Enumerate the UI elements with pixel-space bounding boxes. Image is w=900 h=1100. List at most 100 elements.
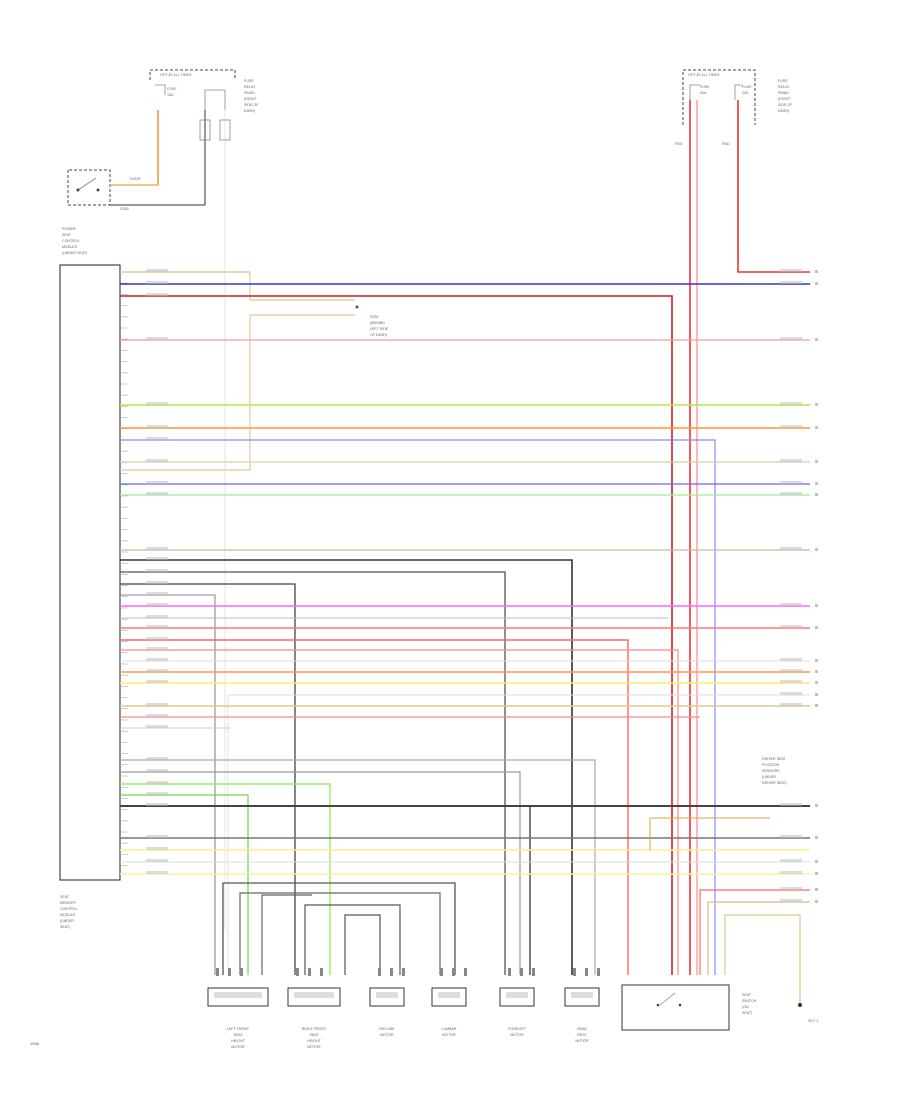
connector-pin [815, 900, 818, 903]
right-block-label-1: DRIVER SEAT [762, 757, 787, 761]
module-bottom-label-6: SEAT) [60, 925, 70, 929]
connector-pin [815, 888, 818, 891]
fuse-box-left: HOT AT ALL TIMES FUSE 15A FUSE RELAY PAN… [149, 69, 259, 930]
wire-tag [146, 757, 168, 760]
fuse-left-note-2: RELAY [244, 85, 256, 89]
connector-pin [815, 270, 818, 273]
wire-tag [146, 714, 168, 717]
wire-tag-right [780, 835, 802, 838]
wire-tag [146, 547, 168, 550]
wire-tag [146, 647, 168, 650]
right-block-label-4: (UNDER [762, 775, 776, 779]
wire-tag-right [780, 603, 802, 606]
wire-tag-right [780, 669, 802, 672]
connector-pin [815, 804, 818, 807]
fuse-left-note-5: SIDE OF [244, 103, 259, 107]
wire-tag-right [780, 625, 802, 628]
splice-label-4: OF DASH) [370, 333, 387, 337]
wire-tag [146, 835, 168, 838]
wire-tag-right [780, 281, 802, 284]
fuse-right-note-3: PANEL [778, 91, 790, 95]
module-top-label-3: CONTROL [62, 239, 80, 243]
module-bottom-label-3: CONTROL [60, 907, 78, 911]
wire-tag [146, 281, 168, 284]
wire-tag-right [780, 402, 802, 405]
seat-switch-label-4: SEAT) [742, 1011, 752, 1015]
right-block-label-3: SENSORS [762, 769, 780, 773]
wire-tag [146, 781, 168, 784]
wire-tag [146, 625, 168, 628]
fuse-right-label-2: 30A [700, 91, 707, 95]
wire-tags [146, 269, 818, 903]
wire-tag-right [780, 703, 802, 706]
seat-memory-module: POWER SEAT CONTROL MODULE (UNDER SEAT) S… [59, 227, 121, 929]
connector-pin [815, 872, 818, 875]
connector-pin [815, 460, 818, 463]
splice-label-1: S235 [370, 315, 378, 319]
connector-pin [815, 282, 818, 285]
connector-pin [815, 548, 818, 551]
module-top-label-5: (UNDER SEAT) [62, 251, 87, 255]
module-top-label-4: MODULE [62, 245, 78, 249]
wire-tag [146, 637, 168, 640]
motor-label: REST [577, 1033, 587, 1037]
switch-label: DOOR [130, 177, 141, 181]
wire-tag [146, 581, 168, 584]
connector-pin [815, 426, 818, 429]
fuse-right-label-4: 20A [742, 91, 749, 95]
wire-tag [146, 481, 168, 484]
module-top-label-1: POWER [62, 227, 76, 231]
fuse-right-note-5: SIDE OF [778, 103, 793, 107]
seat-switch-label-2: SWITCH [742, 999, 757, 1003]
connector-pin [815, 482, 818, 485]
module-top-label-2: SEAT [62, 233, 72, 237]
motor-label: MOTOR [231, 1045, 245, 1049]
motor-label: SEAT [309, 1033, 319, 1037]
right-bottom-label: SHT 1 [808, 1019, 818, 1023]
connector-pin [815, 403, 818, 406]
module-pin-stubs [120, 271, 128, 866]
right-block-label-2: POSITION [762, 763, 780, 767]
fuse-left-note-4: (RIGHT [244, 97, 257, 101]
motor-label: LEFT FRONT [227, 1027, 250, 1031]
horizontal-wires [120, 271, 810, 1005]
wire-tag [146, 603, 168, 606]
wire-tag-right [780, 692, 802, 695]
wire-tag [146, 592, 168, 595]
connector-pin [815, 626, 818, 629]
door-switch: DOOR G300 [67, 169, 205, 211]
wire-tag-right [780, 680, 802, 683]
right-block-label-5: DRIVER SEAT) [762, 781, 787, 785]
seat-switch-label-3: (ON [742, 1005, 749, 1009]
fuse-right-wire-2: RED [722, 142, 730, 146]
wire-tag [146, 269, 168, 272]
connector-pin [815, 704, 818, 707]
wire-tag [146, 725, 168, 728]
fuse-right-label-3: FUSE [742, 85, 752, 89]
wire-tag-right [780, 481, 802, 484]
fuse-right-note-1: FUSE [778, 79, 788, 83]
motor-label: HEAD [577, 1027, 587, 1031]
fuse-right-note-2: RELAY [778, 85, 790, 89]
wire-tag-right [780, 492, 802, 495]
fuse-left-label-1: FUSE [167, 87, 177, 91]
wire-tag-right [780, 803, 802, 806]
connector-pin [815, 681, 818, 684]
fuse-box-left-title: HOT AT ALL TIMES [160, 73, 192, 77]
wire-tag-right [780, 547, 802, 550]
splice-s235: S235 (BEHIND LEFT SIDE OF DASH) [355, 305, 389, 337]
fuse-right-wire-1: RED [675, 142, 683, 146]
ground-label: G300 [120, 207, 129, 211]
wire-tag [146, 669, 168, 672]
wire-tag-right [780, 269, 802, 272]
wire-tag-right [780, 859, 802, 862]
splice-label-2: (BEHIND [370, 321, 385, 325]
fuse-box-right: HOT AT ALL TIMES FUSE 30A FUSE 20A FUSE … [675, 69, 810, 975]
motor-label: MOTOR [510, 1033, 524, 1037]
wire-tag-right [780, 425, 802, 428]
motor-label: RIGHT FRONT [302, 1027, 327, 1031]
wire-tag [146, 847, 168, 850]
